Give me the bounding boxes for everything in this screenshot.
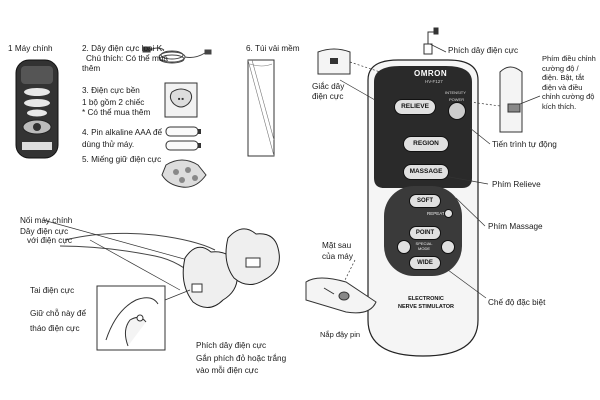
special-mode-left-button[interactable] (397, 240, 411, 254)
massage-button[interactable]: MASSAGE (403, 164, 449, 180)
part-3-line1: 3. Điện cực bền (82, 86, 140, 95)
aaa-batteries (165, 126, 201, 151)
callout-battery-cover: Nắp đậy pin (320, 330, 361, 339)
electrode-pad-right (225, 228, 280, 285)
callout-leader-lines (339, 43, 541, 299)
part-2-line3: thêm (82, 64, 101, 73)
part-1-label: 1 Máy chính (8, 44, 53, 53)
callout-auto-progress: Tiến trình tự động (492, 140, 557, 149)
special-mode-label: SPECIAL MODE (415, 241, 433, 251)
intensity-dial[interactable] (448, 102, 466, 120)
callout-jack-line2: điện cực (312, 92, 344, 101)
power-label: POWER (449, 97, 465, 102)
connect-main-label: Nối máy chính (20, 216, 73, 225)
electrode-holder (161, 159, 207, 188)
soft-pouch (247, 59, 275, 157)
electrode-plug-label: Phích dây điện cực (196, 341, 267, 350)
electrode-wire-label: Dây điện cực (20, 227, 69, 236)
relieve-button[interactable]: RELIEVE (394, 99, 436, 115)
part-6-label: 6. Túi vải mềm (246, 44, 300, 53)
device-side-view-right (499, 66, 523, 133)
point-button[interactable]: POINT (409, 226, 441, 240)
part-4-line1: 4. Pin alkaline AAA để (82, 128, 163, 137)
plug-note-line1: Gắn phích đỏ hoặc trắng (196, 354, 287, 363)
soft-button[interactable]: SOFT (409, 194, 441, 208)
svg-text:■ ■: ■ ■ (178, 96, 185, 101)
electrode-wire-coil (142, 46, 212, 64)
part-4-line2: dùng thử máy. (82, 140, 135, 149)
wide-button[interactable]: WIDE (409, 256, 441, 270)
device-back-view (305, 277, 377, 314)
part-2-line2: Chú thích: Có thể mua (86, 54, 168, 63)
device-brand-logo: OMRON (414, 69, 448, 78)
device-footer-line2: NERVE STIMULATOR (398, 304, 454, 310)
callout-massage-key: Phím Massage (488, 222, 543, 231)
device-side-view-left (317, 48, 351, 75)
part-3-line2: 1 bộ gồm 2 chiếc (82, 98, 145, 107)
device-top-plug (423, 27, 439, 55)
main-unit-thumbnail (15, 59, 59, 159)
callout-special-mode: Chế độ đặc biệt (488, 298, 546, 307)
plug-note-line2: vào mỗi điện cực (196, 366, 259, 375)
callout-jack-line1: Giắc dây (312, 82, 345, 91)
callout-intensity-key: Phím điều chỉnh cường độ / điện. Bật, tắ… (542, 54, 596, 111)
intensity-label: INTENSITY (445, 90, 466, 95)
region-button[interactable]: REGION (403, 136, 449, 152)
special-mode-right-button[interactable] (441, 240, 455, 254)
part-2-line1: 2. Dây điện cực loại K. (82, 44, 165, 53)
electrode-ear-detail (96, 285, 191, 351)
hold-here-line1: Giữ chỗ này để (30, 309, 87, 318)
device-footer-line1: ELECTRONIC (408, 296, 444, 302)
device-model-label: HV-F127 (425, 79, 443, 84)
electrode-ear-label: Tai điện cực (30, 286, 75, 295)
repeat-label: REPEAT (427, 211, 445, 216)
callout-back-line2: của máy (322, 252, 353, 261)
callout-plug-top: Phích dây điện cực (448, 46, 519, 55)
callout-back-line1: Mặt sau (322, 241, 352, 250)
hold-here-line2: tháo điện cực (30, 324, 80, 333)
callout-relieve-key: Phím Relieve (492, 180, 541, 189)
part-3-line3: * Có thể mua thêm (82, 108, 151, 117)
electrode-pad-left (182, 246, 238, 308)
repeat-button[interactable] (444, 209, 453, 218)
electrode-pad-package: ■ ■ (164, 82, 198, 118)
with-electrode-label: với điện cực (27, 236, 72, 245)
part-5-label: 5. Miếng giữ điện cực (82, 155, 162, 164)
